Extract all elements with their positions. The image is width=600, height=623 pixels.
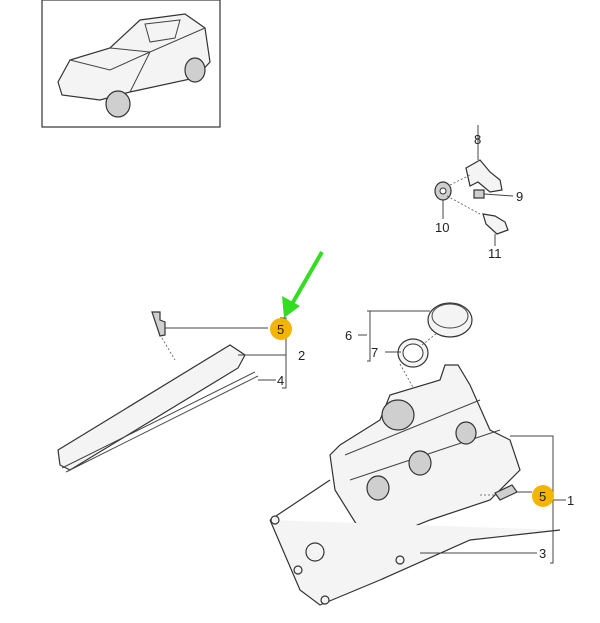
sensor-assembly	[434, 125, 514, 246]
callout-9[interactable]: 9	[516, 189, 523, 204]
green-pointer-arrow	[282, 251, 324, 318]
callout-4[interactable]: 4	[277, 373, 284, 388]
callout-5-right[interactable]: 5	[539, 489, 546, 504]
callout-6[interactable]: 6	[345, 328, 352, 343]
valve-cover	[269, 317, 566, 606]
highlight-marker-5-right	[532, 485, 554, 507]
callout-8[interactable]: 8	[474, 132, 481, 147]
callout-7[interactable]: 7	[371, 345, 378, 360]
highlight-marker-5-left	[270, 318, 292, 340]
callout-5-left[interactable]: 5	[277, 322, 284, 337]
ignition-coil-rail	[57, 311, 286, 473]
callout-11[interactable]: 11	[488, 246, 502, 261]
oil-filler-cap	[358, 302, 473, 401]
callout-10[interactable]: 10	[435, 220, 449, 235]
vehicle-thumbnail	[41, 0, 221, 128]
callout-2[interactable]: 2	[298, 348, 305, 363]
callout-3[interactable]: 3	[539, 546, 546, 561]
callout-1[interactable]: 1	[567, 493, 574, 508]
